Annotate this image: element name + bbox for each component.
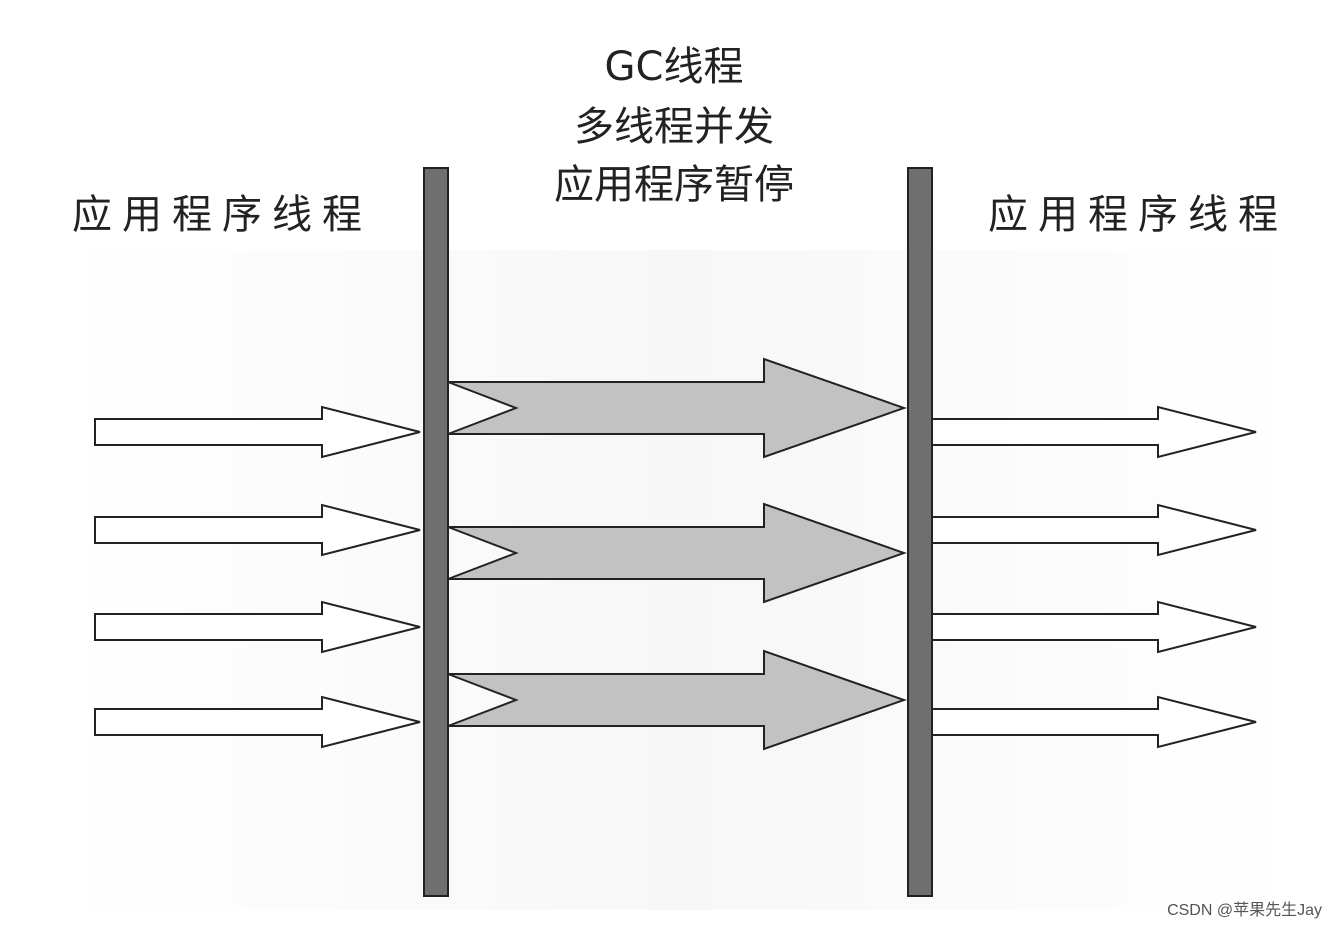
pause-start-barrier <box>423 167 449 897</box>
app-thread-arrow-after <box>931 405 1257 459</box>
gc-thread-arrows <box>447 357 908 751</box>
center-title-line3: 应用程序暂停 <box>554 162 794 208</box>
pause-end-barrier <box>907 167 933 897</box>
center-title-line2: 多线程并发 <box>574 104 774 150</box>
right-title: 应用程序线程 <box>988 192 1278 238</box>
gc-thread-arrow <box>447 502 908 604</box>
left-title: 应用程序线程 <box>72 192 362 238</box>
gc-thread-arrow <box>447 649 908 751</box>
app-thread-arrow-before <box>94 695 421 749</box>
app-thread-arrow-after <box>931 695 1257 749</box>
app-thread-arrow-before <box>94 600 421 654</box>
watermark: CSDN @苹果先生Jay <box>1167 902 1322 919</box>
app-thread-arrow-after <box>931 503 1257 557</box>
center-title-line1: GC线程 <box>605 44 744 90</box>
app-thread-arrow-before <box>94 503 421 557</box>
app-thread-arrows-before <box>94 405 421 749</box>
app-thread-arrow-before <box>94 405 421 459</box>
gc-thread-arrow <box>447 357 908 459</box>
app-thread-arrow-after <box>931 600 1257 654</box>
app-thread-arrows-after <box>931 405 1257 749</box>
